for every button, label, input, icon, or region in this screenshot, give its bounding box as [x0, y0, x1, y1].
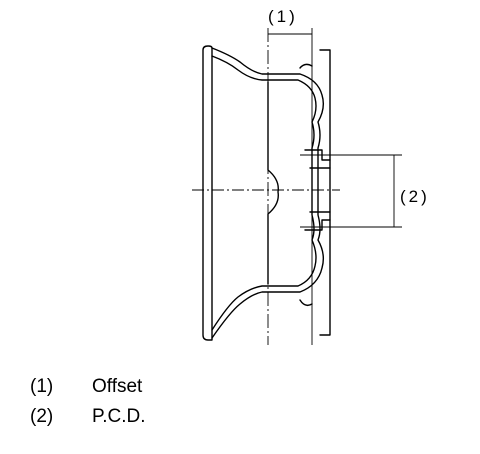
rim-outer-profile [211, 47, 325, 339]
wheel-disc [267, 81, 279, 285]
offset-callout: (1) [268, 7, 298, 26]
legend-label: Offset [92, 376, 143, 397]
right-rim-flange [319, 49, 331, 336]
legend-number: (2) [30, 406, 54, 427]
legend: (1) Offset (2) P.C.D. [30, 372, 330, 432]
rim-detail-marks [299, 63, 313, 307]
legend-number: (1) [30, 376, 54, 397]
pcd-callout: (2) [400, 187, 430, 206]
legend-item-offset: (1) Offset [30, 372, 330, 402]
rim-inner-profile [211, 55, 317, 331]
legend-label: P.C.D. [92, 406, 146, 427]
left-rim-flange [202, 45, 213, 341]
wheel-cross-section-diagram: (1) (2) [192, 7, 430, 345]
legend-item-pcd: (2) P.C.D. [30, 402, 330, 432]
